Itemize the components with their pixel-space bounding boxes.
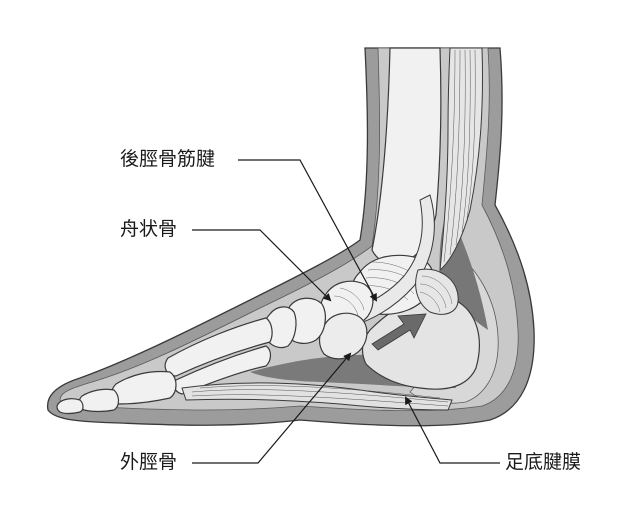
leader-plantar-fascia [405, 396, 500, 464]
label-cuboid: 外脛骨 [120, 451, 178, 473]
accessory-navicular-bone [318, 312, 368, 360]
force-arrow [371, 313, 427, 351]
achilles-fibers [443, 49, 476, 263]
leader-cuboid [192, 352, 352, 464]
achilles-tendon [439, 47, 483, 272]
leader-navicular [192, 229, 332, 302]
distal-phalanx [56, 398, 84, 415]
navicular-fibers [333, 287, 365, 317]
label-posterior-tibial-tendon: 後脛骨筋腱 [120, 148, 216, 170]
deltoid-fibers [419, 275, 453, 313]
leader-posterior-tibial-tendon [238, 159, 377, 302]
label-navicular: 舟状骨 [120, 218, 178, 240]
deltoid-ligament [415, 268, 459, 315]
leader-lines [192, 159, 500, 464]
label-plantar-fascia: 足底腱膜 [505, 451, 582, 473]
metatarsal-bone-2 [173, 345, 272, 395]
